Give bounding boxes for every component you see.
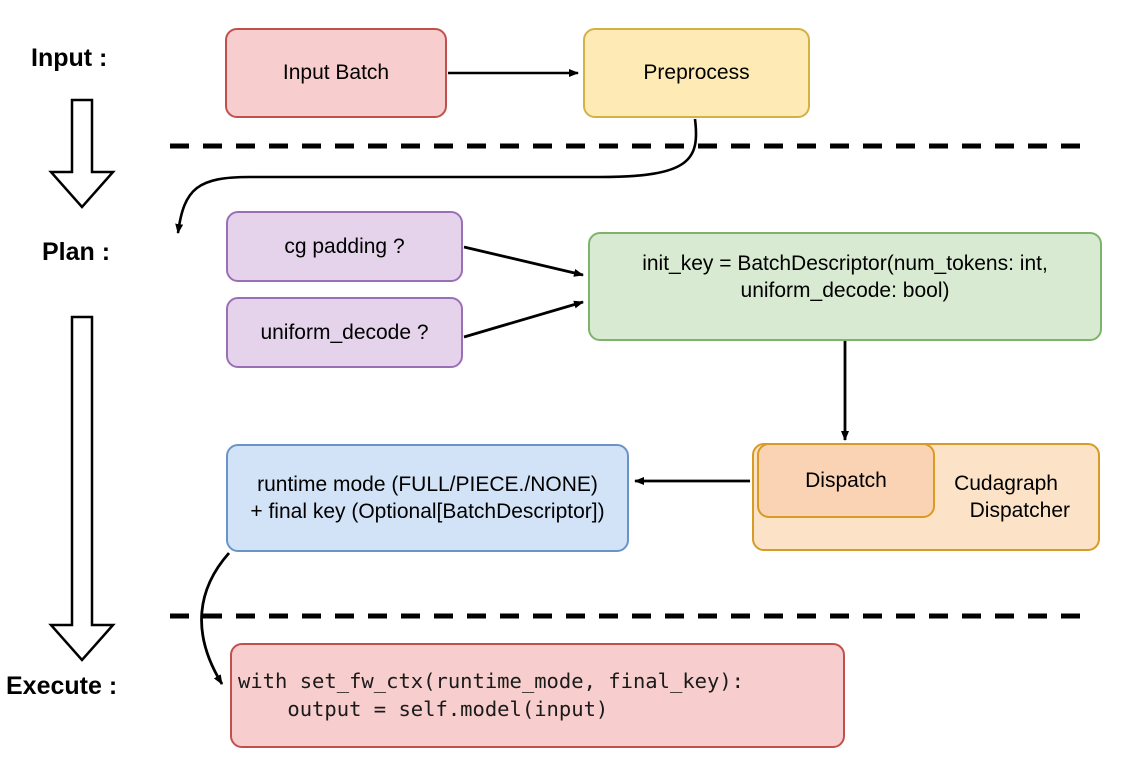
stage-label-execute: Execute :: [6, 672, 118, 700]
node-dispatch[interactable]: Dispatch: [757, 443, 935, 518]
node-preprocess[interactable]: Preprocess: [583, 28, 810, 118]
node-runtime-mode-line2: + final key (Optional[BatchDescriptor]): [250, 500, 605, 523]
input-to-plan-stage-arrow: [48, 98, 116, 209]
node-runtime-mode[interactable]: runtime mode (FULL/PIECE./NONE) + final …: [226, 444, 629, 552]
node-uniform-decode-label: uniform_decode ?: [260, 320, 429, 344]
node-execute-code-line2: output = self.model(input): [238, 696, 609, 721]
node-init-key-line1: init_key = BatchDescriptor(num_tokens: i…: [642, 252, 1048, 275]
node-cg-padding-label: cg padding ?: [284, 234, 405, 258]
node-execute-code-line1: with set_fw_ctx(runtime_mode, final_key)…: [238, 668, 745, 693]
node-preprocess-label: Preprocess: [643, 61, 750, 85]
node-runtime-mode-line1: runtime mode (FULL/PIECE./NONE): [257, 472, 598, 496]
stage-label-input: Input :: [31, 44, 108, 72]
node-input-batch[interactable]: Input Batch: [225, 28, 447, 118]
node-input-batch-label: Input Batch: [282, 61, 390, 85]
node-cudagraph-dispatcher-label-line2: Dispatcher: [969, 499, 1070, 522]
plan-to-execute-stage-arrow: [48, 315, 116, 662]
cg-padding-to-init-key-arrow: [463, 245, 584, 277]
node-cg-padding[interactable]: cg padding ?: [226, 211, 463, 282]
node-execute-code[interactable]: with set_fw_ctx(runtime_mode, final_key)…: [230, 643, 845, 748]
runtime-mode-to-execute-code-arrow: [200, 552, 231, 685]
uniform-decode-to-init-key-arrow: [463, 300, 584, 339]
stage-label-plan: Plan :: [42, 238, 111, 266]
node-init-key-line2: uniform_decode: bool): [740, 279, 950, 303]
node-uniform-decode[interactable]: uniform_decode ?: [226, 297, 463, 368]
node-dispatch-label: Dispatch: [805, 468, 887, 492]
node-init-key[interactable]: init_key = BatchDescriptor(num_tokens: i…: [588, 232, 1102, 341]
node-cudagraph-dispatcher-label-line1: Cudagraph: [954, 471, 1058, 495]
